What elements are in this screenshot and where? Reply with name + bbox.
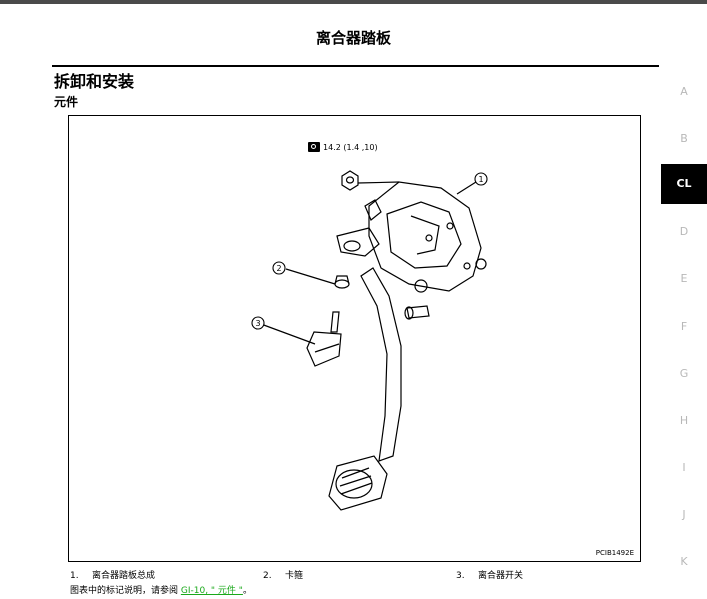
side-nav-item-d[interactable]: D — [679, 225, 689, 238]
legend-label: 离合器开关 — [478, 571, 524, 581]
side-nav-item-j[interactable]: J — [682, 508, 686, 521]
clutch-pedal-diagram: 1 2 3 — [251, 170, 488, 511]
sub-title: 元件 — [54, 95, 79, 109]
reference-note: 图表中的标记说明，请参阅 GI-10, " 元件 "。 — [70, 583, 252, 596]
reference-link[interactable]: GI-10, " 元件 " — [180, 586, 243, 596]
pedal-bracket-drawing — [368, 181, 482, 292]
section-title: 拆卸和安装 — [54, 72, 135, 91]
side-nav-item-cl[interactable]: CL — [661, 164, 707, 204]
side-nav-item-f[interactable]: F — [680, 320, 688, 333]
legend-label: 卡箍 — [285, 571, 304, 581]
side-nav-item-h[interactable]: H — [679, 414, 689, 427]
clutch-switch-drawing — [306, 331, 342, 367]
callout-2-label: 2 — [276, 264, 281, 273]
callout-1-label: 1 — [478, 175, 483, 184]
pedal-pad-drawing — [328, 455, 388, 511]
callout-2 — [272, 261, 286, 275]
legend-item-3: 3. 离合器开关 — [456, 568, 523, 581]
legend-number: 3. — [456, 571, 465, 581]
legend-label: 离合器踏板总成 — [92, 571, 156, 581]
torque-spec: 14.2 (1.4 ,10) — [308, 142, 378, 152]
top-bar — [0, 0, 707, 4]
side-nav-item-b[interactable]: B — [680, 132, 688, 145]
side-nav-item-e[interactable]: E — [680, 272, 688, 285]
page-title: 离合器踏板 — [315, 29, 391, 47]
callout-3-label: 3 — [255, 319, 260, 328]
clutch-pedal-figure: 1 2 3 14.2 (1.4 ,10) PCIB1492E — [68, 115, 641, 562]
legend-item-1: 1. 离合器踏板总成 — [70, 568, 155, 581]
pedal-arm-drawing — [360, 267, 402, 462]
legend-item-2: 2. 卡箍 — [263, 568, 303, 581]
callout-1 — [474, 172, 488, 186]
side-nav-item-k[interactable]: K — [680, 555, 688, 568]
note-suffix: 。 — [242, 586, 252, 596]
legend-number: 2. — [263, 571, 272, 581]
side-nav-item-i[interactable]: I — [682, 461, 686, 474]
title-divider — [52, 65, 659, 67]
note-prefix: 图表中的标记说明，请参阅 — [70, 586, 181, 596]
side-nav-item-g[interactable]: G — [679, 367, 689, 380]
legend-number: 1. — [70, 571, 79, 581]
nut-drawing — [341, 170, 359, 191]
callout-3 — [251, 316, 265, 330]
figure-code: PCIB1492E — [595, 549, 634, 557]
torque-wrench-icon — [308, 142, 320, 152]
side-nav-item-a[interactable]: A — [680, 85, 688, 98]
torque-value: 14.2 (1.4 ,10) — [323, 142, 378, 152]
